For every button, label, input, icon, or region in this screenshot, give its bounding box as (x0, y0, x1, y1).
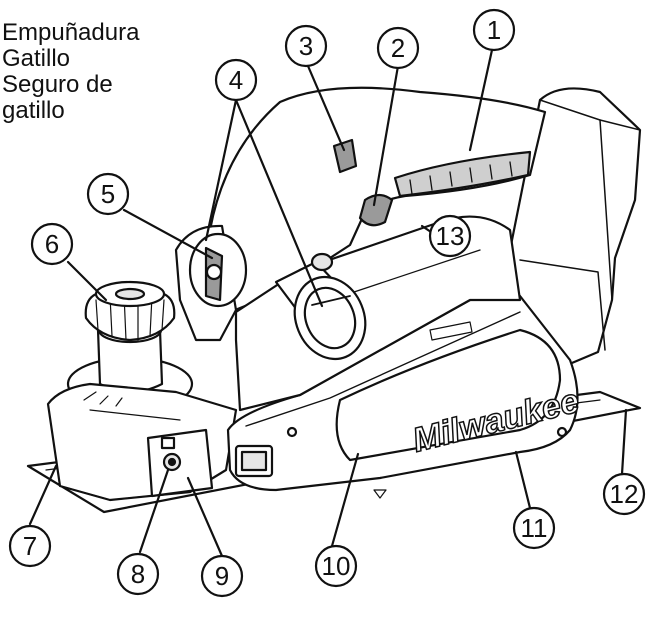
callout-circle-10 (314, 544, 358, 588)
lock-off-button (332, 138, 358, 174)
leader-6 (66, 260, 108, 302)
belt-cover-panel (335, 328, 562, 462)
callout-13: 13 (436, 221, 465, 251)
callout-circle-9 (200, 554, 244, 598)
legend-line-1: Empuñadura (2, 19, 140, 46)
legend-line-4: gatillo (2, 97, 65, 124)
legend: Empuñadura Gatillo Seguro de gatillo (2, 20, 139, 124)
callout-circle-8 (116, 552, 160, 596)
callout-circle-11 (512, 506, 556, 550)
leader-4b (234, 98, 324, 308)
callout-10: 10 (322, 551, 351, 581)
callout-2: 2 (391, 33, 405, 63)
leader-8 (138, 468, 170, 554)
chip-ejector (274, 252, 367, 361)
chip-switch (188, 232, 248, 308)
legend-line-3: Seguro de (2, 71, 113, 98)
callout-circle-5 (86, 172, 130, 216)
callout-8: 8 (131, 559, 145, 589)
callout-11: 11 (521, 513, 548, 543)
callout-12: 12 (610, 479, 639, 509)
callout-7: 7 (23, 531, 37, 561)
callout-circle-1 (472, 8, 516, 52)
callout-5: 5 (101, 179, 115, 209)
callout-3: 3 (299, 31, 313, 61)
callout-circle-12 (602, 472, 646, 516)
callout-circle-13 (428, 214, 472, 258)
leader-4a (204, 98, 238, 242)
callout-circle-6 (30, 222, 74, 266)
callout-4: 4 (229, 65, 243, 95)
leader-5 (122, 208, 214, 260)
callout-circle-2 (376, 26, 420, 70)
callout-9: 9 (215, 561, 229, 591)
callout-circle-7 (8, 524, 52, 568)
leader-1 (468, 48, 494, 152)
leader-7 (28, 464, 58, 526)
leader-3 (306, 64, 346, 152)
callout-1: 1 (487, 15, 501, 45)
leader-2 (372, 64, 400, 207)
leader-10 (330, 452, 360, 548)
handle-grip (393, 150, 532, 198)
callout-circle-3 (284, 24, 328, 68)
leader-11 (514, 450, 532, 510)
callout-6: 6 (45, 229, 59, 259)
leader-9 (186, 476, 224, 558)
callout-circle-4 (214, 58, 258, 102)
legend-line-2: Gatillo (2, 45, 71, 72)
leader-12 (620, 408, 628, 476)
